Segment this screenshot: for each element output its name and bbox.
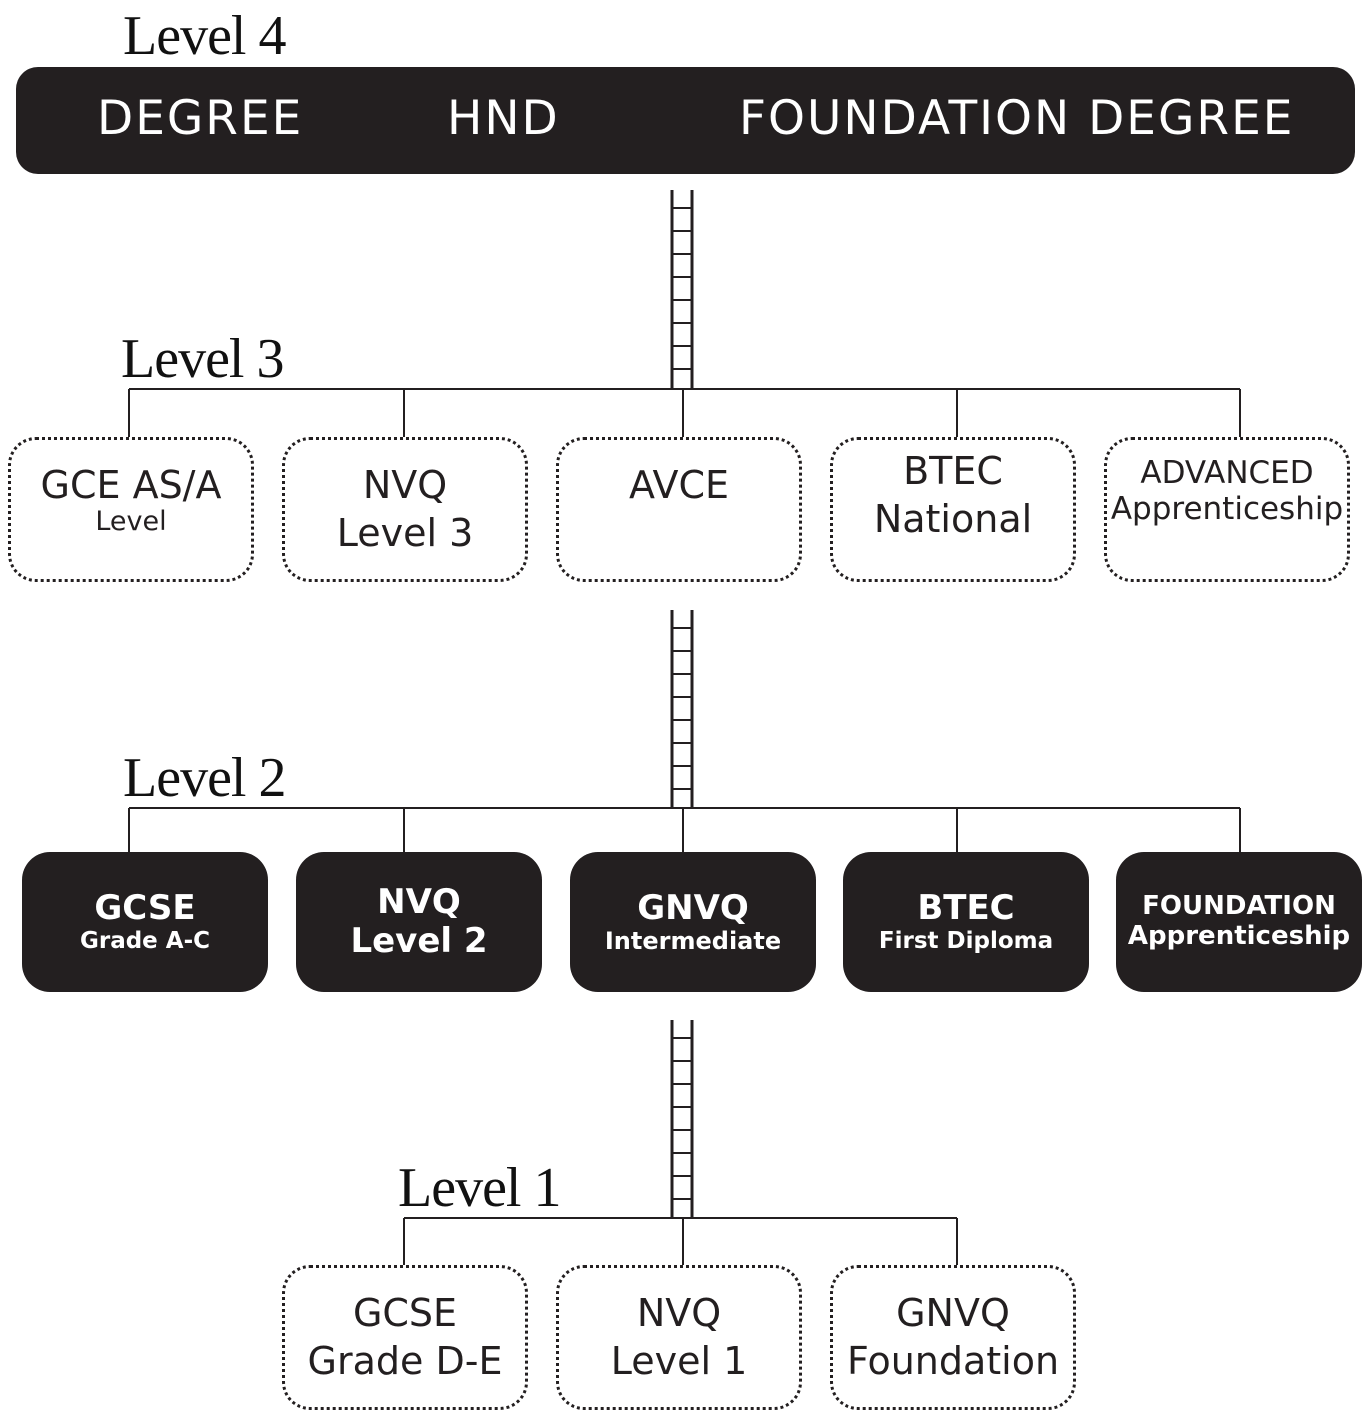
l2-box-subtitle: Grade A-C	[79, 928, 211, 955]
level-4-label: Level 4	[123, 5, 286, 67]
l3-box-avce: AVCE	[556, 437, 802, 582]
l3-box-gce-as-a: GCE AS/A Level	[8, 437, 254, 582]
ladder-2-to-1	[670, 1020, 694, 1218]
l1-box-gnvq-foundation: GNVQ Foundation	[830, 1265, 1076, 1410]
level-2-label: Level 2	[123, 747, 286, 809]
l1-box-title: NVQ	[636, 1291, 722, 1335]
l1-box-subtitle: Grade D-E	[307, 1338, 503, 1383]
ladder-3-to-2	[670, 610, 694, 808]
level-4-bar: DEGREE HND FOUNDATION DEGREE	[16, 67, 1355, 174]
l2-box-foundation-apprenticeship: FOUNDATION Apprenticeship	[1116, 852, 1362, 992]
l3-box-nvq-level-3: NVQ Level 3	[282, 437, 528, 582]
l1-box-title: GNVQ	[896, 1291, 1010, 1335]
l3-box-subtitle: National	[873, 496, 1033, 541]
l1-box-nvq-level-1: NVQ Level 1	[556, 1265, 802, 1410]
l2-box-btec-first-diploma: BTEC First Diploma	[843, 852, 1089, 992]
l2-box-title: GNVQ	[637, 887, 749, 928]
l3-box-subtitle: Level 3	[336, 510, 474, 555]
l1-box-subtitle: Level 1	[610, 1338, 748, 1383]
degree-label: DEGREE	[97, 91, 304, 146]
l2-box-gcse-a-c: GCSE Grade A-C	[22, 852, 268, 992]
l3-box-title: GCE AS/A	[40, 463, 222, 507]
l3-box-title: AVCE	[628, 463, 730, 507]
l3-box-subtitle: Apprenticeship	[1110, 490, 1344, 527]
l2-box-title: NVQ	[377, 881, 461, 922]
l2-box-title: FOUNDATION	[1142, 891, 1336, 922]
l1-box-title: GCSE	[352, 1291, 458, 1335]
l2-box-subtitle: First Diploma	[878, 928, 1054, 955]
l2-box-gnvq-intermediate: GNVQ Intermediate	[570, 852, 816, 992]
hnd-label: HND	[447, 91, 560, 146]
l2-box-subtitle: Level 2	[350, 921, 488, 961]
l2-box-subtitle: Intermediate	[604, 926, 782, 955]
l3-box-btec-national: BTEC National	[830, 437, 1076, 582]
l3-box-subtitle: Level	[95, 505, 167, 537]
ladder-4-to-3	[670, 190, 694, 389]
l2-box-title: BTEC	[917, 888, 1015, 929]
l3-box-title: ADVANCED	[1140, 455, 1314, 491]
level-3-label: Level 3	[121, 328, 284, 390]
l2-box-title: GCSE	[94, 888, 196, 929]
l2-box-subtitle: Apprenticeship	[1127, 921, 1351, 951]
l1-box-gcse-d-e: GCSE Grade D-E	[282, 1265, 528, 1410]
foundation-degree-label: FOUNDATION DEGREE	[739, 91, 1295, 146]
l3-box-title: NVQ	[362, 463, 448, 507]
l2-box-nvq-level-2: NVQ Level 2	[296, 852, 542, 992]
l3-box-title: BTEC	[903, 449, 1003, 493]
level-1-label: Level 1	[398, 1157, 561, 1219]
l3-box-advanced-apprenticeship: ADVANCED Apprenticeship	[1104, 437, 1350, 582]
l1-box-subtitle: Foundation	[846, 1338, 1060, 1383]
